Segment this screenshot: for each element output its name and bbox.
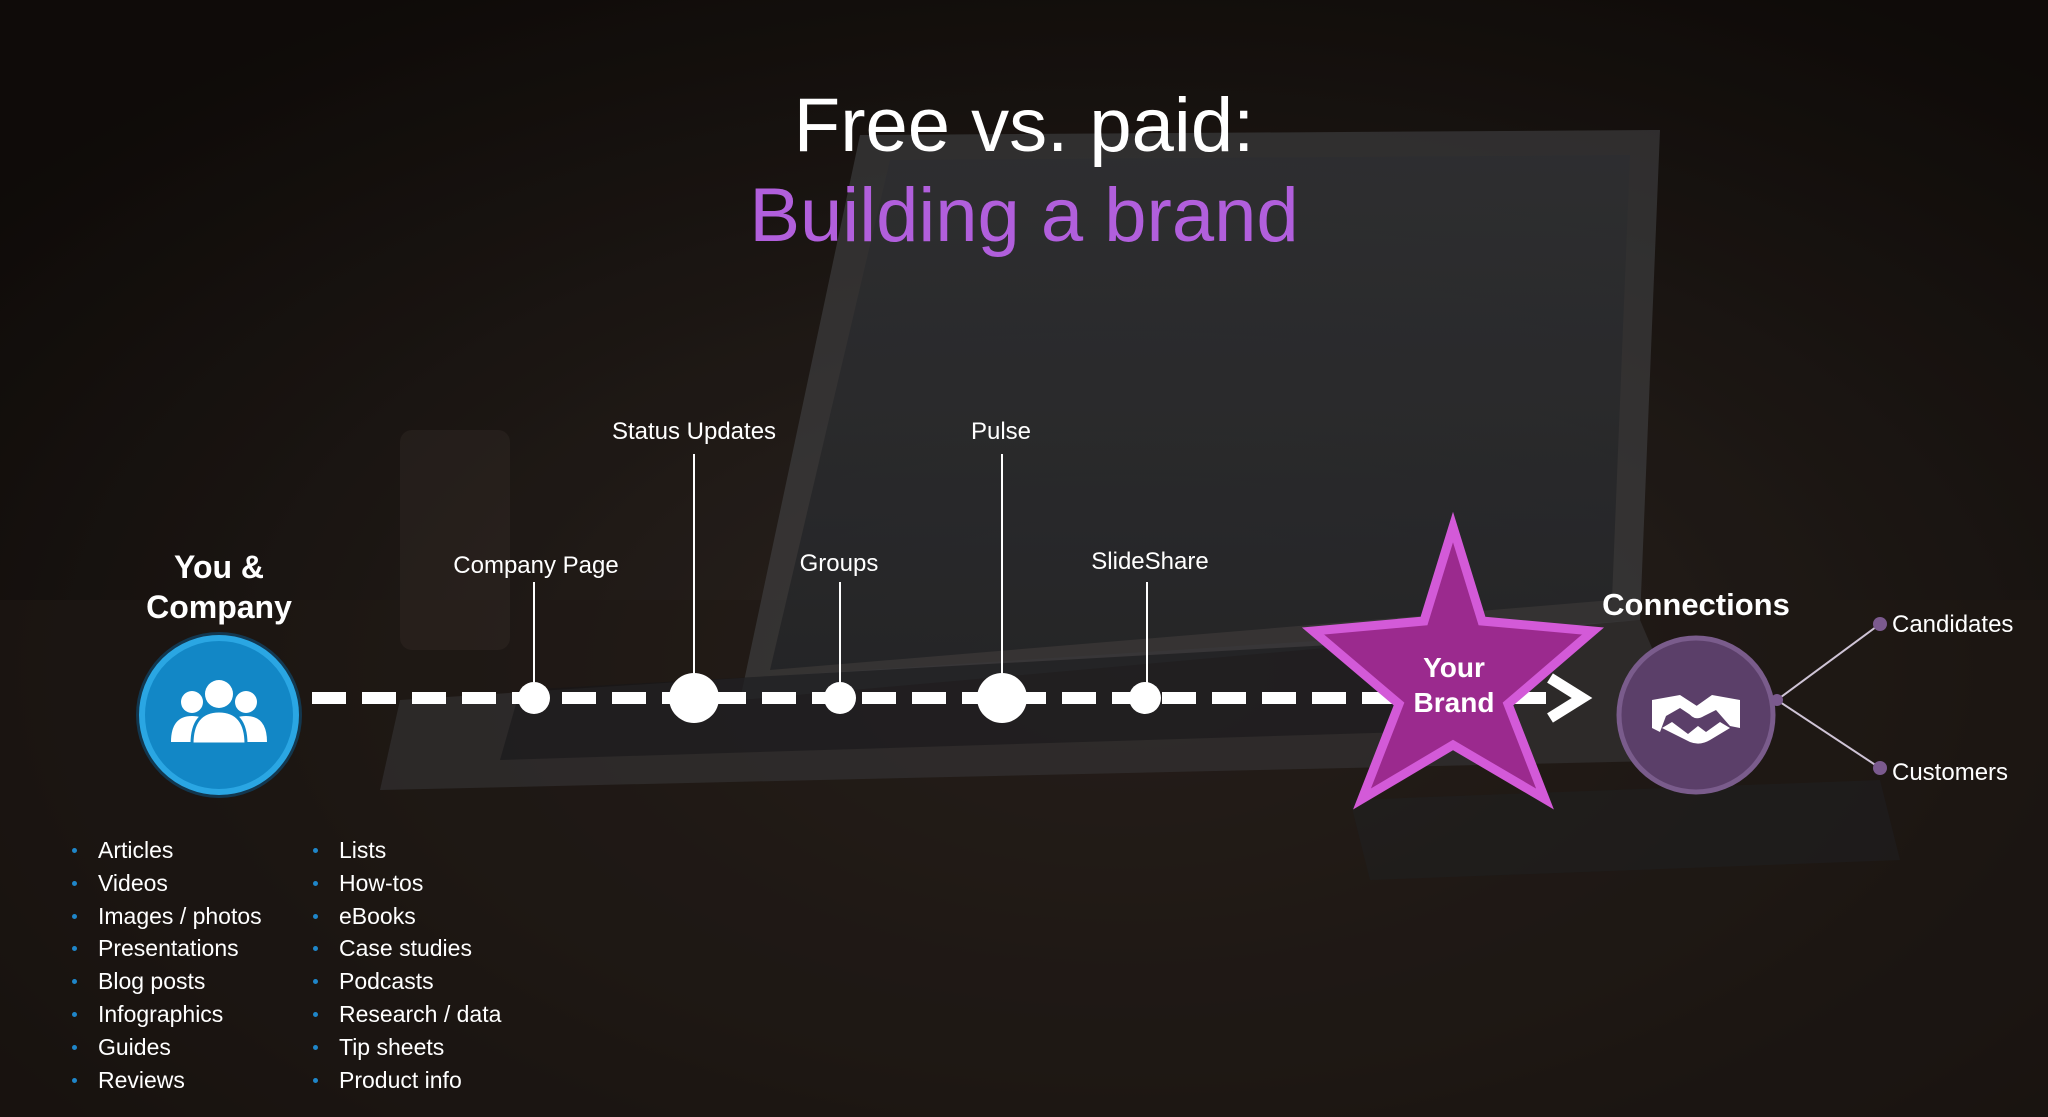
branch-label-candidates: Candidates <box>1892 611 2013 638</box>
milestone-label-status-updates: Status Updates <box>612 418 776 445</box>
milestone-dot-pulse <box>977 673 1027 723</box>
list-item: Articles <box>68 834 262 867</box>
list-item: Lists <box>309 834 501 867</box>
branch-dot-candidates <box>1873 617 1887 631</box>
branch-line-customers <box>1776 699 1881 769</box>
branch-origin-dot <box>1771 694 1783 706</box>
handshake-icon <box>1652 695 1740 744</box>
list-item: Case studies <box>309 932 501 965</box>
list-item: How-tos <box>309 867 501 900</box>
slide-title: Free vs. paid: <box>793 83 1255 168</box>
milestone-dot-groups <box>824 682 856 714</box>
list-item: Infographics <box>68 998 262 1031</box>
list-item: eBooks <box>309 900 501 933</box>
start-node-label-line2: Company <box>146 589 292 625</box>
milestone-dot-company-page <box>518 682 550 714</box>
star-icon <box>1301 511 1605 810</box>
branch-dot-customers <box>1873 761 1887 775</box>
list-item: Podcasts <box>309 965 501 998</box>
list-item: Tip sheets <box>309 1031 501 1064</box>
list-item: Presentations <box>68 932 262 965</box>
milestone-label-slideshare: SlideShare <box>1091 548 1208 575</box>
timeline-arrowhead <box>1547 673 1593 723</box>
end-node-label: Connections <box>1602 587 1790 622</box>
list-item: Blog posts <box>68 965 262 998</box>
list-item: Images / photos <box>68 900 262 933</box>
brand-label-line1: Your <box>1423 652 1485 683</box>
milestone-dot-slideshare <box>1129 682 1161 714</box>
slide-subtitle: Building a brand <box>749 173 1299 258</box>
list-item: Videos <box>68 867 262 900</box>
list-item: Research / data <box>309 998 501 1031</box>
end-node <box>1616 635 1776 795</box>
start-node <box>136 632 302 798</box>
start-node-label-line1: You & <box>174 549 264 585</box>
list-item: Guides <box>68 1031 262 1064</box>
branch-line-candidates <box>1776 623 1881 701</box>
list-item: Reviews <box>68 1064 262 1097</box>
content-list-column-1: Articles Videos Images / photos Presenta… <box>68 834 262 1096</box>
brand-label-line2: Brand <box>1414 687 1495 718</box>
milestone-label-groups: Groups <box>800 550 879 577</box>
list-item: Product info <box>309 1064 501 1097</box>
people-group-icon <box>171 680 267 746</box>
content-list-column-2: Lists How-tos eBooks Case studies Podcas… <box>309 834 501 1096</box>
milestone-label-pulse: Pulse <box>971 418 1031 445</box>
milestone-label-company-page: Company Page <box>453 552 618 579</box>
branch-label-customers: Customers <box>1892 759 2008 786</box>
milestone-dot-status-updates <box>669 673 719 723</box>
